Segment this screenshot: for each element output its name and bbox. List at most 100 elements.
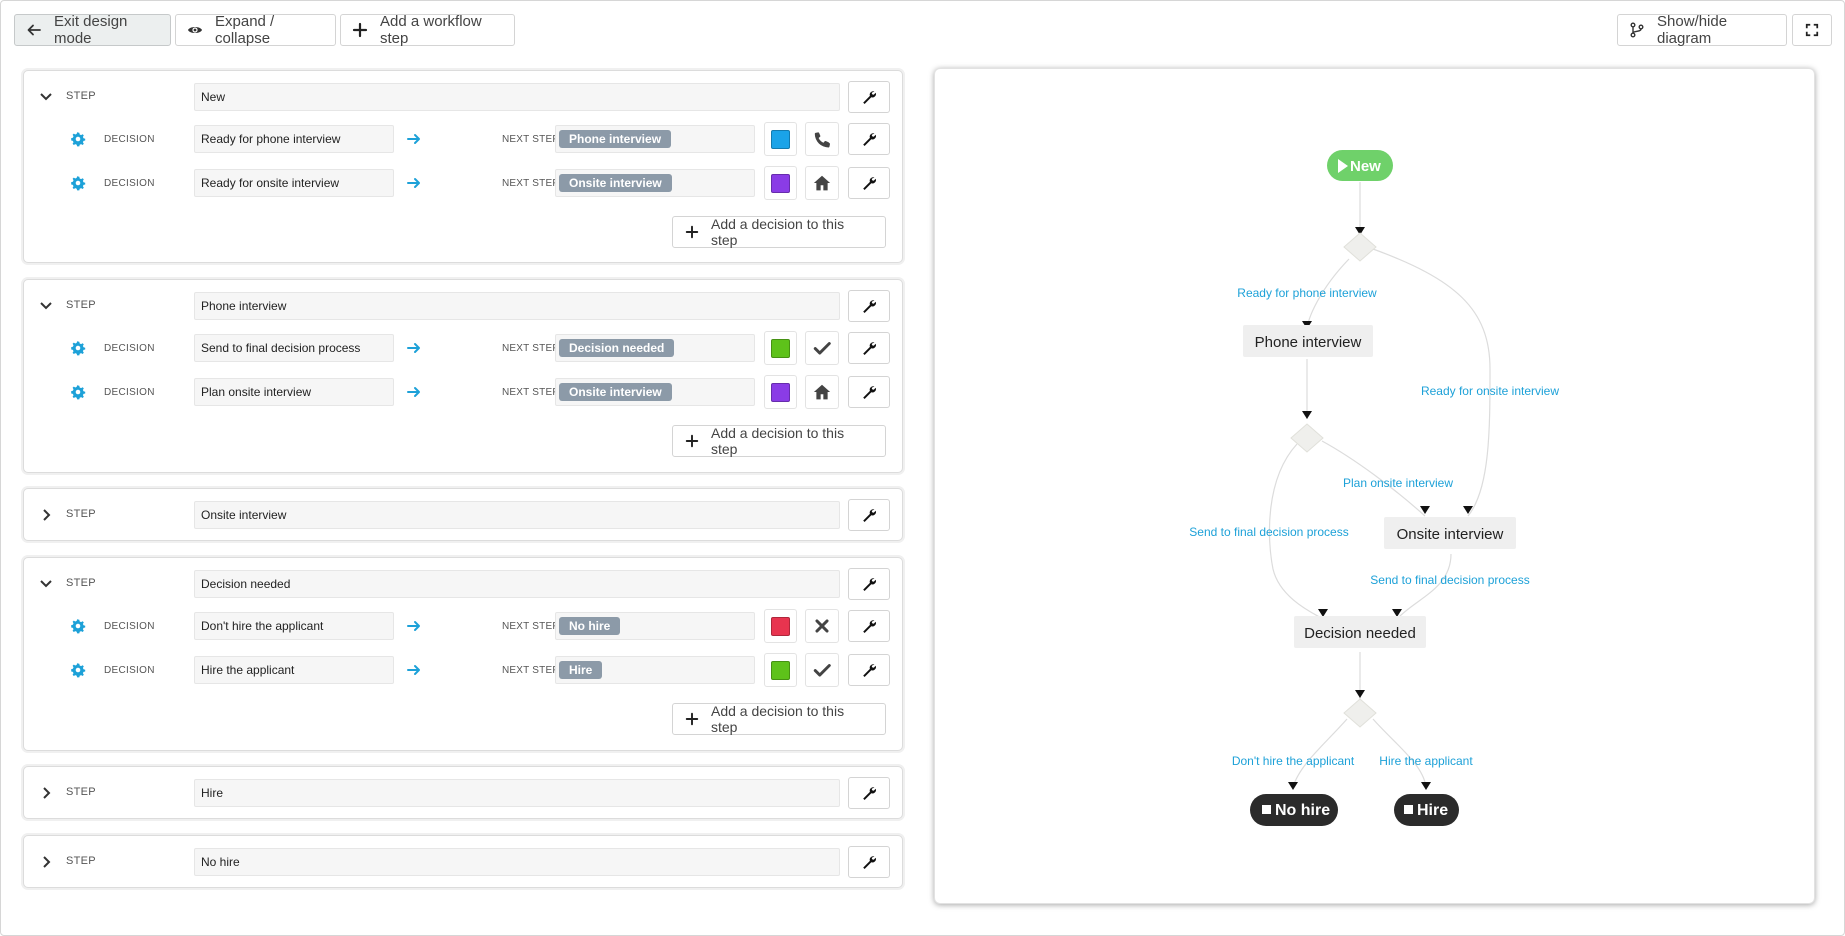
add-decision-label: Add a decision to this step [711, 216, 845, 248]
next-step-select[interactable]: Hire [555, 656, 755, 684]
node-no-hire-label: No hire [1275, 802, 1330, 819]
step-settings-button[interactable] [848, 846, 890, 878]
fullscreen-button[interactable] [1792, 14, 1832, 46]
node-hire[interactable]: Hire [1394, 794, 1459, 826]
decision-settings-button[interactable] [848, 332, 890, 364]
step-header: STEP No hire [24, 836, 902, 884]
decision-name-field[interactable]: Plan onsite interview [194, 378, 394, 406]
gear-icon[interactable] [70, 384, 86, 400]
gear-icon[interactable] [70, 131, 86, 147]
phone-icon [813, 130, 831, 148]
decision-name-field[interactable]: Don't hire the applicant [194, 612, 394, 640]
icon-picker[interactable] [805, 166, 839, 200]
color-picker[interactable] [764, 653, 797, 687]
add-workflow-step-button[interactable]: Add a workflow step [340, 13, 515, 47]
step-name-field[interactable]: No hire [194, 848, 840, 876]
next-step-select[interactable]: Onsite interview [555, 378, 755, 406]
icon-picker[interactable] [805, 609, 839, 643]
step-label: STEP [66, 508, 96, 520]
chevron-down-icon[interactable] [38, 575, 54, 591]
node-onsite-interview[interactable]: Onsite interview [1384, 517, 1516, 549]
decision-settings-button[interactable] [848, 610, 890, 642]
step-name-field[interactable]: New [194, 83, 840, 111]
node-decision-needed[interactable]: Decision needed [1294, 616, 1426, 648]
arrow-right-icon [406, 662, 422, 678]
step-label: STEP [66, 786, 96, 798]
step-card-new: STEP New DECISION Ready for phone interv… [23, 70, 903, 263]
next-step-tag: Onsite interview [559, 174, 672, 192]
step-header: STEP Onsite interview [24, 489, 902, 537]
edge-arrowhead [1392, 609, 1402, 617]
color-picker[interactable] [764, 122, 797, 156]
expand-collapse-button[interactable]: Expand / collapse [175, 13, 336, 47]
decision-name-field[interactable]: Ready for onsite interview [194, 169, 394, 197]
next-step-select[interactable]: Decision needed [555, 334, 755, 362]
icon-picker[interactable] [805, 375, 839, 409]
chevron-right-icon[interactable] [38, 854, 54, 870]
gateway-diamond [1343, 698, 1377, 728]
eye-icon [187, 22, 203, 38]
step-settings-button[interactable] [848, 777, 890, 809]
step-label: STEP [66, 299, 96, 311]
wrench-icon [861, 384, 877, 400]
arrow-right-icon [406, 340, 422, 356]
decision-settings-button[interactable] [848, 376, 890, 408]
show-hide-diagram-label: Show/hide diagram [1657, 13, 1728, 47]
add-decision-button[interactable]: Add a decision to this step [672, 425, 886, 457]
step-settings-button[interactable] [848, 290, 890, 322]
decision-name-field[interactable]: Hire the applicant [194, 656, 394, 684]
gear-icon[interactable] [70, 618, 86, 634]
color-picker[interactable] [764, 331, 797, 365]
chevron-right-icon[interactable] [38, 785, 54, 801]
edge-line [1396, 553, 1452, 620]
color-picker[interactable] [764, 166, 797, 200]
next-step-select[interactable]: Phone interview [555, 125, 755, 153]
step-settings-button[interactable] [848, 568, 890, 600]
decision-settings-button[interactable] [848, 167, 890, 199]
icon-picker[interactable] [805, 122, 839, 156]
decision-name-field[interactable]: Ready for phone interview [194, 125, 394, 153]
node-phone-interview[interactable]: Phone interview [1243, 325, 1373, 357]
next-step-tag: Onsite interview [559, 383, 672, 401]
gear-icon[interactable] [70, 662, 86, 678]
gear-icon[interactable] [70, 340, 86, 356]
decision-settings-button[interactable] [848, 654, 890, 686]
chevron-right-icon[interactable] [38, 507, 54, 523]
node-new[interactable]: New [1327, 150, 1393, 181]
home-icon [813, 383, 831, 401]
decision-label: DECISION [104, 134, 155, 145]
step-settings-button[interactable] [848, 499, 890, 531]
chevron-down-icon[interactable] [38, 297, 54, 313]
step-name-field[interactable]: Onsite interview [194, 501, 840, 529]
next-step-select[interactable]: No hire [555, 612, 755, 640]
decision-name-field[interactable]: Send to final decision process [194, 334, 394, 362]
close-icon [813, 617, 831, 635]
icon-picker[interactable] [805, 653, 839, 687]
stop-icon [1262, 805, 1271, 814]
exit-design-mode-button[interactable]: Exit design mode [14, 13, 171, 47]
icon-picker[interactable] [805, 331, 839, 365]
arrow-right-icon [406, 175, 422, 191]
edge-arrowhead [1355, 227, 1365, 235]
wrench-icon [861, 576, 877, 592]
step-name-field[interactable]: Phone interview [194, 292, 840, 320]
decision-row: DECISION Hire the applicant NEXT STEP Hi… [24, 653, 902, 687]
gear-icon[interactable] [70, 175, 86, 191]
chevron-down-icon[interactable] [38, 88, 54, 104]
color-picker[interactable] [764, 609, 797, 643]
step-settings-button[interactable] [848, 81, 890, 113]
decision-settings-button[interactable] [848, 123, 890, 155]
next-step-select[interactable]: Onsite interview [555, 169, 755, 197]
play-icon [1338, 159, 1348, 173]
wrench-icon [861, 298, 877, 314]
add-decision-button[interactable]: Add a decision to this step [672, 703, 886, 735]
step-name-field[interactable]: Decision needed [194, 570, 840, 598]
next-step-label: NEXT STEP [502, 621, 560, 632]
plus-icon [685, 434, 711, 448]
add-decision-button[interactable]: Add a decision to this step [672, 216, 886, 248]
show-hide-diagram-button[interactable]: Show/hide diagram [1617, 13, 1787, 47]
step-name-field[interactable]: Hire [194, 779, 840, 807]
decision-label: DECISION [104, 387, 155, 398]
color-picker[interactable] [764, 375, 797, 409]
node-no-hire[interactable]: No hire [1250, 794, 1338, 826]
